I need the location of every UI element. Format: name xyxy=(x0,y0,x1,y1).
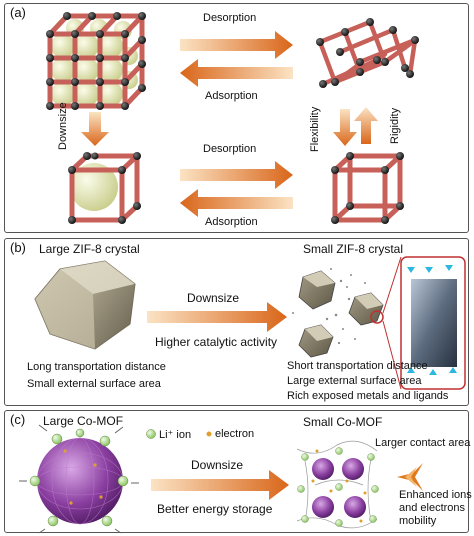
small-comof-cluster xyxy=(296,440,379,529)
downsize-label-c: Downsize xyxy=(191,458,244,472)
small-zif8-crystals xyxy=(292,268,384,358)
panel-a: (a) xyxy=(4,3,469,233)
mobility-labels: Enhanced ions and electrons mobility xyxy=(399,489,472,528)
small-zif8-title: Small ZIF-8 crystal xyxy=(303,242,404,256)
enhanced-line-2: and electrons xyxy=(399,502,466,514)
large-zif8-properties: Long transportation distance Small exter… xyxy=(27,359,166,393)
flexibility-arrow xyxy=(333,109,357,146)
rigidity-label: Rigidity xyxy=(389,107,401,144)
large-prop-1: Long transportation distance xyxy=(27,361,166,373)
small-rigid-framework xyxy=(331,152,404,224)
downsize-label: Downsize xyxy=(57,102,69,150)
panel-b-label: (b) xyxy=(10,240,26,255)
energy-storage-label: Better energy storage xyxy=(157,502,273,516)
panel-c: (c) Large Co-MOF Small Co-MOF xyxy=(4,410,472,534)
li-ion-legend-icon xyxy=(146,429,156,439)
rigidity-arrow xyxy=(354,107,378,144)
flexible-empty-framework xyxy=(316,18,419,88)
contact-area-label: Larger contact area xyxy=(375,437,471,449)
enhanced-line-3: mobility xyxy=(399,515,437,527)
large-comof-particle xyxy=(19,424,139,534)
desorption-label-top: Desorption xyxy=(203,12,257,24)
panel-b-graphics xyxy=(34,256,466,390)
small-mof-with-guest xyxy=(68,152,141,224)
large-zif8-crystal xyxy=(34,260,136,350)
li-ion-legend-label: Li⁺ ion xyxy=(159,429,192,441)
adsorption-label-bottom: Adsorption xyxy=(205,216,258,228)
large-mof-with-guests xyxy=(46,12,146,110)
small-zif8-properties: Short transportation distance Large exte… xyxy=(287,359,448,404)
panel-a-graphics xyxy=(46,12,419,224)
small-comof-title: Small Co-MOF xyxy=(303,415,383,429)
small-prop-3: Rich exposed metals and ligands xyxy=(287,390,449,402)
panel-b: (b) Large ZIF-8 crystal Small ZIF-8 crys… xyxy=(4,238,469,406)
small-prop-2: Large external surface area xyxy=(287,375,422,387)
desorption-arrow-bottom xyxy=(180,161,293,189)
panel-c-graphics xyxy=(19,424,423,534)
panel-c-label: (c) xyxy=(10,412,26,427)
electron-legend-icon xyxy=(206,431,212,437)
panel-a-label: (a) xyxy=(10,5,26,20)
large-comof-title: Large Co-MOF xyxy=(43,414,124,428)
adsorption-arrow-top xyxy=(180,59,293,87)
electron-legend-label: electron xyxy=(215,428,255,440)
catalytic-activity-label: Higher catalytic activity xyxy=(155,335,278,349)
large-prop-2: Small external surface area xyxy=(27,378,161,390)
tem-inset xyxy=(382,256,466,390)
enhanced-line-1: Enhanced ions xyxy=(399,489,472,501)
chevron-left-icon-highlight xyxy=(405,467,417,487)
desorption-label-bottom: Desorption xyxy=(203,143,257,155)
small-prop-1: Short transportation distance xyxy=(287,360,428,372)
flexibility-label: Flexibility xyxy=(309,106,321,152)
desorption-arrow-top xyxy=(180,31,293,59)
downsize-arrow-c xyxy=(151,470,289,500)
downsize-arrow-b xyxy=(147,302,287,332)
adsorption-arrow-bottom xyxy=(180,189,293,217)
adsorption-label-top: Adsorption xyxy=(205,90,258,102)
downsize-arrow xyxy=(81,112,109,146)
large-zif8-title: Large ZIF-8 crystal xyxy=(39,242,140,256)
downsize-label-b: Downsize xyxy=(187,291,240,305)
